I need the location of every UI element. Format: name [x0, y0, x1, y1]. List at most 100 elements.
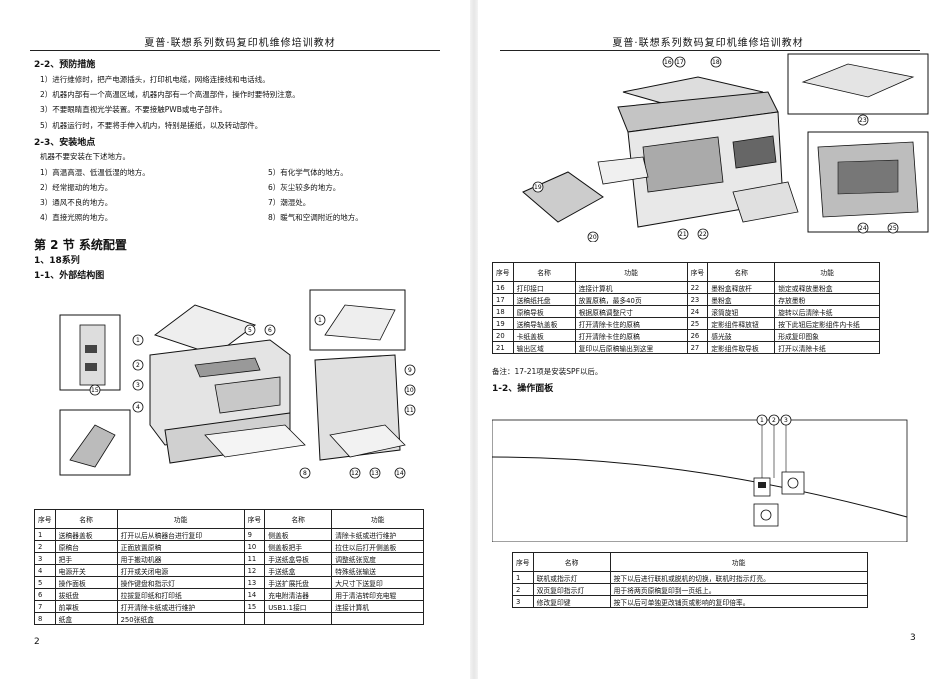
svg-text:21: 21 — [679, 231, 687, 238]
cell: 正面放置原稿 — [116, 540, 245, 553]
svg-text:19: 19 — [534, 184, 542, 191]
cell: 13 — [243, 576, 266, 589]
col-header: 名称 — [512, 262, 576, 282]
cell: 形成复印图象 — [774, 329, 881, 342]
col-header: 名称 — [54, 509, 118, 529]
cell: 打印接口 — [512, 281, 576, 294]
cell: 22 — [686, 281, 709, 294]
install-item: 6）灰尘较多的地方。 — [268, 183, 341, 192]
col-header: 序号 — [243, 509, 266, 529]
svg-text:16: 16 — [664, 59, 672, 66]
col-header: 功能 — [774, 262, 881, 282]
cell: 20 — [492, 329, 514, 342]
cell: 2 — [34, 540, 56, 553]
cell: 23 — [686, 293, 709, 306]
svg-text:6: 6 — [268, 327, 272, 334]
cell: 充电附清洁器 — [264, 588, 333, 601]
cell: 18 — [492, 305, 514, 318]
cell: 送稿导轨盖板 — [512, 317, 576, 330]
col-header: 序号 — [34, 509, 56, 529]
col-header: 序号 — [686, 262, 709, 282]
cell: 侧盖板把手 — [264, 540, 333, 553]
cell: 调整纸张宽度 — [331, 552, 425, 565]
cell: 打开清除卡纸或进行维护 — [116, 600, 245, 613]
cell: 27 — [686, 341, 709, 354]
cell: 10 — [243, 540, 266, 553]
cell: 拔纸盘 — [54, 588, 118, 601]
precaution-3: 3）不要眼睛直视光学装置。不要接触PWB或电子部件。 — [40, 105, 227, 114]
cell: 墨粉盒释放杆 — [707, 281, 776, 294]
svg-text:13: 13 — [371, 470, 379, 477]
subsection-exterior: 1-1、外部结构图 — [34, 271, 105, 281]
cell: 8 — [34, 612, 56, 625]
svg-text:11: 11 — [406, 407, 414, 414]
svg-text:20: 20 — [589, 234, 597, 241]
right-header: 夏普·联想系列数码复印机维修培训教材 — [612, 38, 804, 49]
right-page: 夏普·联想系列数码复印机维修培训教材 16 17 18 19 20 21 22 … — [478, 0, 950, 679]
cell: 连接计算机 — [574, 281, 688, 294]
cell: 15 — [243, 600, 266, 613]
left-header-rule — [30, 50, 440, 51]
cell: 拉住以后打开侧盖板 — [331, 540, 425, 553]
section-precautions: 2-2、预防措施 — [34, 60, 96, 70]
cell: 2 — [512, 583, 534, 596]
install-item: 7）潮湿处。 — [268, 198, 311, 207]
precaution-2: 2）机器内部有一个高温区域，机器内部有一个高温部件，操作时要特别注意。 — [40, 90, 300, 99]
note-text: 备注：17-21项是安装SPF以后。 — [492, 367, 603, 376]
cell: 250张纸盒 — [116, 612, 245, 625]
cell: 3 — [34, 552, 56, 565]
copier-spf-illustration: 16 17 18 19 20 21 22 23 24 25 — [522, 53, 929, 242]
col-header: 名称 — [532, 552, 611, 572]
cell: 按下以后可单独更改铺页或影响的复印倍率。 — [609, 595, 868, 608]
cell: 手送纸盒 — [264, 564, 333, 577]
cell: 5 — [34, 576, 56, 589]
page-number-right: 3 — [910, 633, 916, 643]
cell: 感光鼓 — [707, 329, 776, 342]
cell: 侧盖板 — [264, 528, 333, 541]
svg-text:2: 2 — [136, 362, 140, 369]
cell — [243, 612, 266, 625]
cell: 原稿台 — [54, 540, 118, 553]
cell: 送稿器盖板 — [54, 528, 118, 541]
col-header: 名称 — [707, 262, 776, 282]
cell: 打开以清除卡纸 — [774, 341, 881, 354]
svg-text:5: 5 — [248, 327, 252, 334]
cell: 旋转以后清除卡纸 — [774, 305, 881, 318]
cell: 锁定或释放墨粉盒 — [774, 281, 881, 294]
cell: 26 — [686, 329, 709, 342]
cell: 墨粉盒 — [707, 293, 776, 306]
col-header: 功能 — [116, 509, 245, 529]
precaution-1: 1）进行维修时，把产电源插头，打印机电缆，网络连接线和电话线。 — [40, 75, 270, 84]
svg-text:15: 15 — [91, 387, 99, 394]
svg-text:4: 4 — [136, 404, 140, 411]
cell: 手送扩展托盘 — [264, 576, 333, 589]
svg-text:18: 18 — [712, 59, 720, 66]
install-item: 8）暖气和空调附近的地方。 — [268, 213, 363, 222]
left-page: 夏普·联想系列数码复印机维修培训教材 2-2、预防措施 1）进行维修时，把产电源… — [0, 0, 470, 679]
cell: 复印以后原稿输出到这里 — [574, 341, 688, 354]
col-header: 功能 — [574, 262, 688, 282]
left-header: 夏普·联想系列数码复印机维修培训教材 — [144, 38, 336, 49]
svg-text:1: 1 — [136, 337, 140, 344]
col-header: 功能 — [331, 509, 425, 529]
install-item: 2）经常振动的地方。 — [40, 183, 113, 192]
subsection-operation-panel: 1-2、操作面板 — [492, 384, 554, 394]
cell: 打开清除卡住的原稿 — [574, 317, 688, 330]
cell: 卡纸盖板 — [512, 329, 576, 342]
cell: 打开清除卡住的原稿 — [574, 329, 688, 342]
svg-text:9: 9 — [408, 367, 412, 374]
svg-text:14: 14 — [396, 470, 404, 477]
cell: 按下以后进行联机或脱机的切换，联机时指示灯亮。 — [609, 571, 868, 584]
svg-text:12: 12 — [351, 470, 359, 477]
